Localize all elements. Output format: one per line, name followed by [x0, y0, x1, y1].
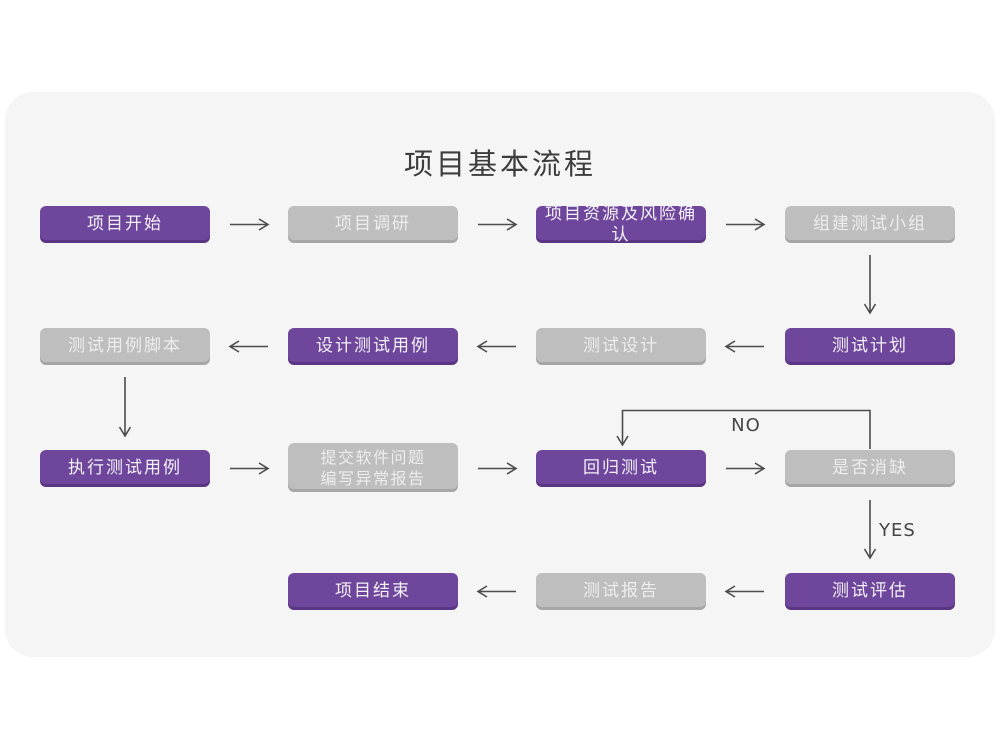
branch-label-yes: YES	[879, 520, 916, 541]
node-defect-cleared-decision: 是否消缺	[785, 450, 955, 487]
node-test-case-scripts: 测试用例脚本	[40, 328, 210, 365]
node-regression-test: 回归测试	[536, 450, 706, 487]
node-line-2: 编写异常报告	[320, 468, 426, 488]
flowchart-card-background	[5, 92, 995, 657]
branch-label-no: NO	[731, 415, 761, 436]
node-test-design: 测试设计	[536, 328, 706, 365]
node-line-1: 提交软件问题	[320, 447, 426, 467]
node-test-plan: 测试计划	[785, 328, 955, 365]
node-submit-issues-report: 提交软件问题 编写异常报告	[288, 443, 458, 492]
node-test-evaluation: 测试评估	[785, 573, 955, 610]
node-resource-risk-confirm: 项目资源及风险确认	[536, 204, 706, 245]
page-title: 项目基本流程	[403, 147, 596, 181]
node-project-start: 项目开始	[40, 206, 210, 243]
node-project-research: 项目调研	[288, 206, 458, 243]
node-execute-test-cases: 执行测试用例	[40, 450, 210, 487]
node-test-report: 测试报告	[536, 573, 706, 610]
node-design-test-cases: 设计测试用例	[288, 328, 458, 365]
node-project-end: 项目结束	[288, 573, 458, 610]
node-build-test-team: 组建测试小组	[785, 206, 955, 243]
